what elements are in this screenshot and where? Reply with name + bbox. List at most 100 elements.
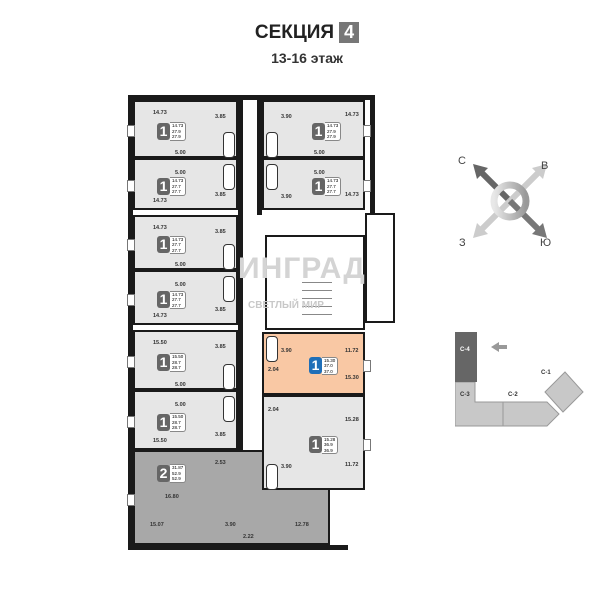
bathtub-icon bbox=[223, 276, 235, 302]
area-value: 52.9 bbox=[172, 470, 181, 476]
room-area-living: 14.73 bbox=[345, 112, 359, 118]
watermark-subtitle: СВЕТЛЫЙ МИР bbox=[248, 300, 324, 311]
area-value: 14.73 bbox=[172, 178, 184, 183]
room-count: 1 bbox=[157, 413, 170, 431]
area-value: 14.73 bbox=[327, 123, 339, 128]
building-key-map bbox=[455, 332, 584, 427]
current-section-arrow-icon bbox=[491, 342, 507, 352]
stair-step bbox=[302, 282, 332, 283]
room-area-kitchen: 5.00 bbox=[175, 170, 186, 176]
wall bbox=[128, 545, 348, 550]
bathtub-icon bbox=[266, 164, 278, 190]
room-area-kitchen: 5.00 bbox=[175, 402, 186, 408]
room-count: 2 bbox=[157, 464, 170, 482]
bathtub-icon bbox=[266, 464, 278, 490]
wall bbox=[128, 95, 375, 100]
window bbox=[127, 416, 135, 428]
area-value: 37.0 bbox=[324, 363, 333, 368]
room-area-bath: 3.90 bbox=[281, 464, 292, 470]
room-area-living: 15.28 bbox=[345, 417, 359, 423]
building-projection bbox=[365, 213, 395, 323]
key-label-c3: С-3 bbox=[460, 392, 470, 398]
room-area-bath: 3.85 bbox=[215, 307, 226, 313]
window bbox=[127, 125, 135, 137]
area-value: 14.73 bbox=[172, 291, 184, 297]
area-value: 15.50 bbox=[172, 354, 184, 359]
room-count: 1 bbox=[157, 236, 170, 254]
room-area-bath: 3.85 bbox=[215, 229, 226, 235]
room-area-living: 15.50 bbox=[153, 438, 167, 444]
room-area-bath: 3.90 bbox=[225, 522, 236, 528]
bathtub-icon bbox=[223, 244, 235, 270]
area-value: 27.9 bbox=[327, 134, 336, 139]
bathtub-icon bbox=[223, 396, 235, 422]
area-value: 27.7 bbox=[327, 183, 336, 189]
room-area-wc: 2.22 bbox=[243, 534, 254, 540]
area-value: 37.0 bbox=[324, 368, 333, 374]
wall bbox=[238, 95, 243, 450]
bathtub-icon bbox=[266, 132, 278, 158]
area-value: 14.73 bbox=[327, 178, 339, 183]
window bbox=[363, 359, 371, 372]
stair-step bbox=[302, 314, 332, 315]
room-area-bath: 3.90 bbox=[281, 194, 292, 200]
room-count: 1 bbox=[309, 436, 322, 454]
room-area-kitchen: 11.72 bbox=[345, 348, 359, 354]
room-area-bath: 3.90 bbox=[281, 114, 292, 120]
room-area-kitchen: 5.00 bbox=[175, 150, 186, 156]
room-count: 1 bbox=[157, 122, 170, 140]
area-value: 36.9 bbox=[324, 447, 333, 453]
stair-elevator-core bbox=[265, 235, 365, 330]
stair-step bbox=[302, 290, 332, 291]
window bbox=[127, 238, 135, 251]
window bbox=[363, 438, 371, 451]
wall bbox=[128, 95, 133, 550]
room-area-hall: 2.04 bbox=[268, 407, 279, 413]
room-area-kitchen: 12.78 bbox=[295, 522, 309, 528]
window bbox=[127, 356, 135, 368]
stair-step bbox=[302, 298, 332, 299]
room-count: 1 bbox=[157, 353, 170, 371]
wall bbox=[370, 95, 375, 215]
room-count: 1 bbox=[157, 291, 170, 309]
key-section-c4 bbox=[455, 332, 477, 382]
room-area-bath: 3.85 bbox=[215, 192, 226, 198]
room-area-living: 16.80 bbox=[165, 494, 179, 500]
area-value: 27.7 bbox=[172, 247, 181, 253]
area-value: 27.9 bbox=[172, 134, 181, 139]
compass-icon bbox=[473, 164, 547, 238]
area-value: 27.7 bbox=[172, 183, 181, 189]
key-label-c4: С-4 bbox=[460, 347, 470, 353]
key-section-c2 bbox=[502, 401, 560, 427]
area-value: 15.50 bbox=[172, 414, 184, 419]
key-label-c2: С-2 bbox=[508, 392, 518, 398]
room-area-living: 15.50 bbox=[153, 340, 167, 346]
window bbox=[127, 493, 135, 506]
room-area-living-2: 15.07 bbox=[150, 522, 164, 528]
